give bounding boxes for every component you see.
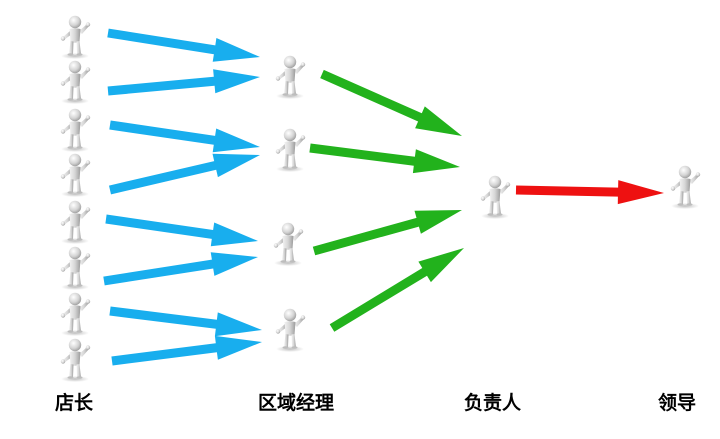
leader-person-icon (670, 165, 701, 209)
store-to-region-arrow-3 (109, 120, 260, 153)
region-to-owner-arrow-3 (312, 210, 462, 256)
regional-manager-1-person-icon (275, 55, 306, 99)
store-manager-3-person-icon (60, 108, 91, 152)
arrows-layer (103, 28, 664, 366)
regional-manager-4-person-icon (275, 308, 306, 352)
region-to-owner-arrow-1 (320, 69, 462, 136)
store-to-region-arrow-5 (105, 214, 259, 247)
store-to-region-arrow-6 (103, 252, 258, 286)
regional-manager-2-person-icon (275, 128, 306, 172)
store-manager-1-person-icon (60, 15, 91, 59)
store-manager-8-person-icon (60, 338, 91, 382)
store-to-region-arrow-4 (109, 153, 260, 195)
region-to-owner-arrow-4 (329, 248, 464, 332)
store-to-region-arrow-2 (107, 69, 260, 96)
label-person-in-charge: 负责人 (464, 392, 522, 414)
store-to-region-arrow-1 (107, 28, 260, 62)
owner-to-leader-arrow (515, 180, 664, 205)
label-regional-manager: 区域经理 (258, 392, 335, 414)
regional-manager-3-person-icon (273, 222, 304, 266)
store-manager-2-person-icon (60, 60, 91, 104)
store-manager-5-person-icon (60, 200, 91, 244)
store-manager-7-person-icon (60, 292, 91, 336)
label-leader: 领导 (658, 392, 697, 414)
store-manager-6-person-icon (60, 246, 91, 290)
person-in-charge-person-icon (480, 175, 511, 219)
region-to-owner-arrow-2 (309, 143, 460, 174)
store-manager-4-person-icon (60, 153, 91, 197)
store-to-region-arrow-8 (111, 335, 263, 366)
label-store-manager: 店长 (55, 392, 94, 414)
store-to-region-arrow-7 (109, 306, 263, 337)
people-layer (60, 15, 701, 382)
